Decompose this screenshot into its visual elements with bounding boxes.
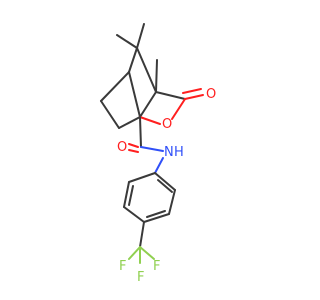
fluorine-left-label: F [119,259,126,274]
bond-ring-4 [123,206,145,223]
amide-hydrogen-label: H [174,145,184,160]
bond-c4-c3 [155,91,186,100]
bond-ring-inner-1 [157,179,173,193]
fluorine-bottom-label: F [137,270,144,285]
bond-ring-cf3 [139,221,145,248]
bond-amide-co-2 [128,149,139,153]
amide-group [128,116,164,174]
bond-amide-co-1 [128,143,139,148]
bond-bridgehead-methyl [155,59,158,93]
bond-bridge-left [128,47,138,73]
bond-n-aryl [154,157,164,174]
bond-amide-c-n [140,146,164,152]
bond-methyl-b [136,23,145,49]
bicyclic-core [100,23,204,129]
bond-carbonyl-2 [182,88,202,94]
carbonyl-oxygen-label: O [206,87,216,102]
ring-oxygen-label: O [162,117,172,132]
atom-labels: O O O N H F F F [117,87,216,285]
bond-c-f2 [139,246,155,260]
bond-c4-c5 [139,91,157,118]
aryl-ring [123,172,176,223]
bond-ch2-top [100,71,130,102]
bond-ch2-side [100,100,120,129]
bond-bridge-right [136,47,157,93]
bond-ring-1 [154,172,176,191]
bond-c1-amide-c [139,116,142,148]
fluorine-right-label: F [153,259,160,274]
amide-oxygen-label: O [117,140,127,155]
bond-bridge-to-c1 [128,71,141,118]
amide-nitrogen-label: N [164,145,174,160]
bond-ring-2 [168,189,176,215]
bond-ring-3 [143,213,170,223]
molecule-structure: O O O N H F F F [100,23,216,285]
bond-ring-inner-2 [146,210,166,218]
bond-ring-inner-3 [128,185,134,206]
bond-c3-ring-o [171,98,186,120]
bond-carbonyl-1 [184,94,204,100]
bond-ch2-bottom [118,116,141,129]
trifluoromethyl-group [128,221,155,264]
bond-methyl-a [116,34,138,49]
bond-ring-6 [128,172,156,183]
bond-c-f1 [128,246,141,260]
bond-ring-5 [123,181,130,208]
bond-ring-o-c1 [139,116,161,125]
